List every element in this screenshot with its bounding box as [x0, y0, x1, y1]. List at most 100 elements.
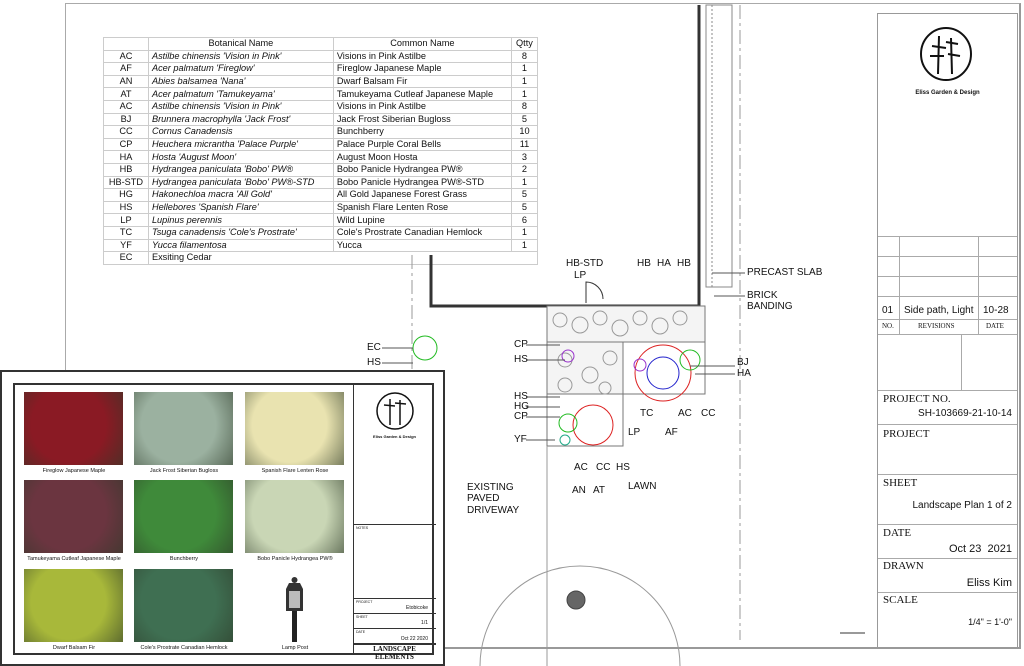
plant-photo [134, 569, 233, 642]
flagstone-path [546, 305, 706, 447]
label-af: AF [665, 427, 678, 438]
sheet-value: Landscape Plan 1 of 2 [912, 500, 1012, 511]
label-hs: HS [514, 391, 528, 402]
label-hb: HB [637, 258, 651, 269]
label-ha: HA [657, 258, 671, 269]
label-yf: YF [514, 434, 527, 445]
label-tc: TC [640, 408, 654, 419]
label-lp: LP [574, 270, 587, 281]
photo-caption: Tamukeyama Cutleaf Japanese Maple [27, 556, 121, 562]
drawn-label: DRAWN [883, 560, 924, 572]
inset-project-value: Etobicoke [406, 605, 428, 611]
label-lawn: LAWN [628, 481, 657, 492]
photo-caption: Lamp Post [281, 645, 309, 651]
photo-caption: Bunchberry [169, 556, 199, 562]
photo-caption: Spanish Flare Lenten Rose [261, 468, 329, 474]
scale-value: 1/4" = 1'-0" [968, 617, 1012, 627]
plant-photo [24, 392, 123, 465]
label-cp: CP [514, 411, 528, 422]
label-existing: EXISTING [467, 482, 514, 493]
label-cc: CC [596, 462, 611, 473]
label-cp: CP [514, 339, 528, 350]
label-hg: HG [514, 401, 529, 412]
inset-title: LANDSCAPE ELEMENTS [373, 645, 416, 661]
plant-photo [24, 480, 123, 553]
label-hs: HS [514, 354, 528, 365]
company-logo [920, 27, 972, 81]
table-header-row: Botanical Name Common Name Qtty [103, 37, 539, 51]
plant-photo [134, 392, 233, 465]
revisions-header: REVISIONS [918, 322, 955, 330]
label-hs: HS [367, 357, 381, 368]
label-hs: HS [616, 462, 630, 473]
revision-date: 10-28 [983, 305, 1009, 316]
stone-pattern [552, 310, 688, 395]
botanical-name: Exsiting Cedar [147, 251, 539, 265]
title-block: Eliss Garden & Design 01 Side path, Ligh… [877, 13, 1018, 648]
notes-label: NOTES [356, 526, 369, 530]
project-label: PROJECT [883, 428, 930, 440]
photo-caption: Jack Frost Siberian Bugloss [149, 468, 219, 474]
label-ac: AC [678, 408, 692, 419]
revision-text: Side path, Light [904, 305, 974, 316]
planting-symbols [412, 335, 701, 446]
brick-column [705, 4, 733, 288]
plant-photo [245, 480, 344, 553]
quantity: 2 [510, 162, 539, 177]
project-no-label: PROJECT NO. [883, 393, 951, 405]
property-lines [411, 5, 741, 640]
inset-date-label: DATE [356, 630, 366, 634]
tree-symbol [566, 590, 586, 610]
drawing-sheet [65, 3, 1021, 649]
drawn-value: Eliss Kim [966, 577, 1012, 589]
label-ec: EC [367, 342, 381, 353]
inset-date-value: Oct 22 2020 [400, 636, 428, 642]
label-banding: BANDING [747, 301, 793, 312]
rev-date-header: DATE [986, 322, 1004, 330]
label-ac: AC [574, 462, 588, 473]
photo-caption: Fireglow Japanese Maple [42, 468, 106, 474]
photo-caption: Bobo Panicle Hydrangea PW® [257, 556, 333, 562]
rev-no-header: NO. [882, 322, 894, 330]
plant-photo [134, 480, 233, 553]
inset-company-logo [376, 392, 414, 430]
label-at: AT [593, 485, 606, 496]
inset-frame: Fireglow Japanese Maple Jack Frost Siberi… [13, 383, 436, 661]
plant-photo [24, 569, 123, 642]
date-label: DATE [883, 527, 912, 539]
company-name: Eliss Garden & Design [915, 90, 980, 96]
label-hb-std: HB-STD [566, 258, 604, 269]
label-paved: PAVED [467, 493, 500, 504]
inset-project-label: PROJECT [356, 600, 373, 604]
leader-lines [382, 272, 745, 441]
scale-label: SCALE [883, 594, 918, 606]
project-no-value: SH-103669-21-10-14 [918, 408, 1012, 419]
label-brick: BRICK [747, 290, 778, 301]
date-value: Oct 23 2021 [949, 543, 1012, 555]
driveway-circle [479, 446, 681, 666]
photo-caption: Dwarf Balsam Fir [52, 645, 96, 651]
plant-photo [245, 392, 344, 465]
label-driveway: DRIVEWAY [467, 505, 520, 516]
label-ha: HA [737, 368, 751, 379]
label-precast-slab: PRECAST SLAB [747, 267, 823, 278]
label-an: AN [572, 485, 586, 496]
lamp-post-icon [286, 577, 303, 642]
label-hb: HB [677, 258, 691, 269]
door-swing [585, 281, 604, 303]
label-lp: LP [628, 427, 641, 438]
landscape-elements-sheet: Fireglow Japanese Maple Jack Frost Siberi… [0, 370, 445, 666]
inset-company-name: Eliss Garden & Design [373, 434, 416, 439]
inset-sheet-label: SHEET [356, 615, 368, 619]
plant-photo [245, 569, 344, 642]
